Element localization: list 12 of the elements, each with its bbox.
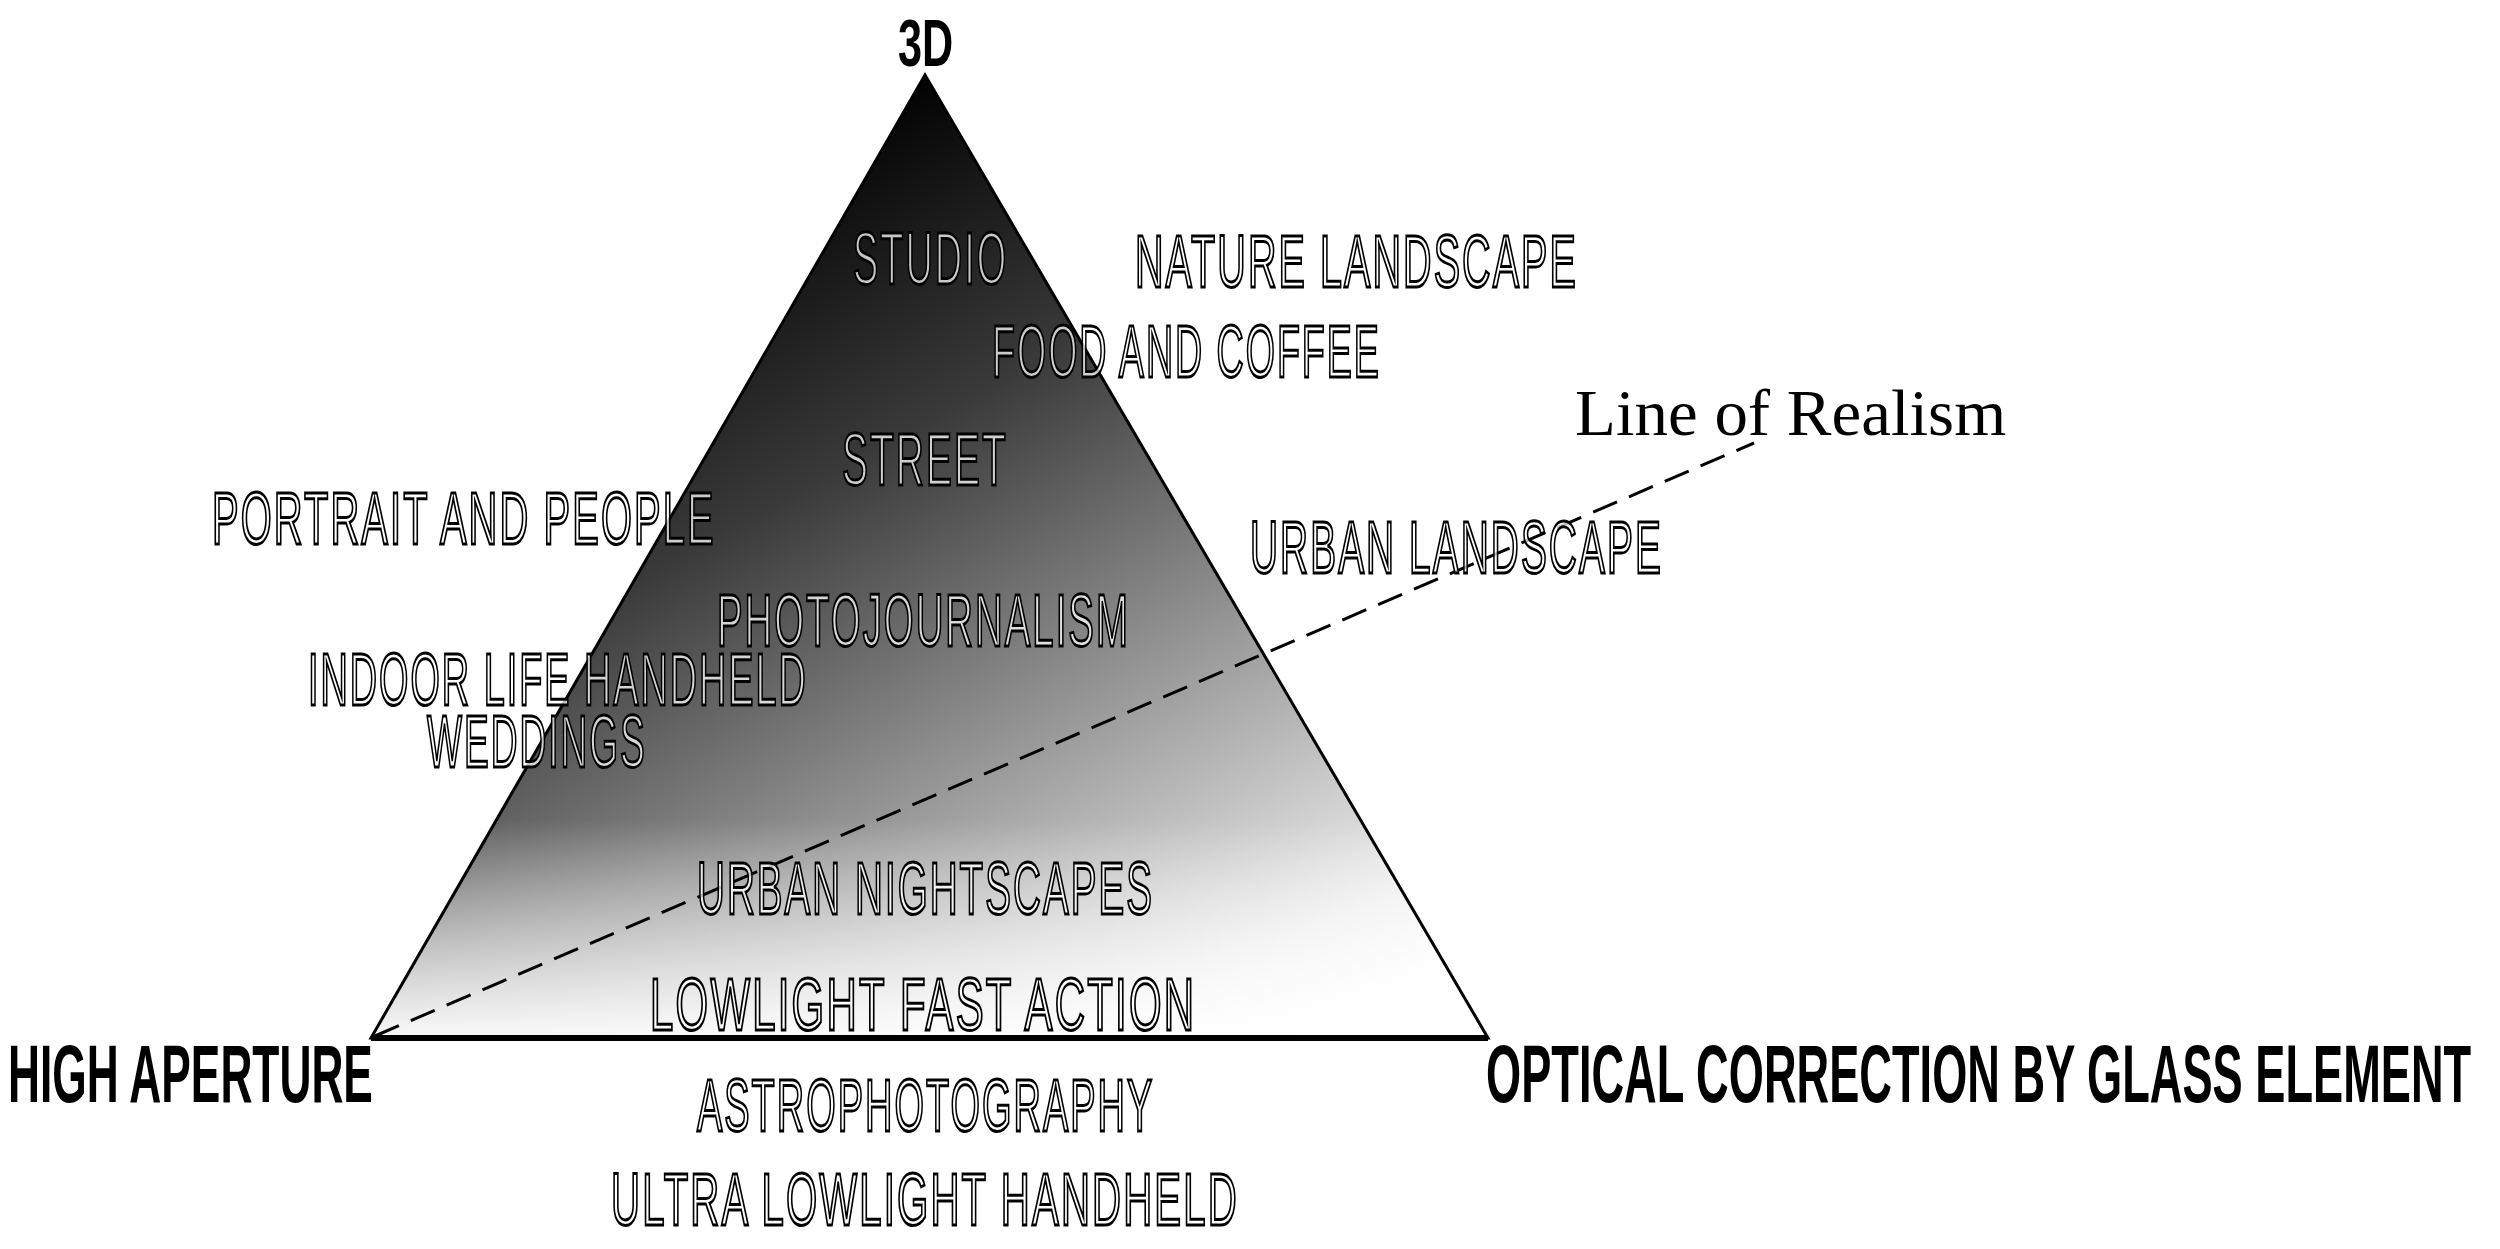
line-label: Line of Realism xyxy=(1574,380,2006,447)
category-label: URBAN NIGHTSCAPES xyxy=(696,851,1154,927)
category-label: LOWLIGHT FAST ACTION xyxy=(650,967,1197,1043)
corner-label: HIGH APERTURE xyxy=(7,1033,373,1116)
category-label: URBAN LANDSCAPE xyxy=(1249,510,1663,586)
category-label: NATURE LANDSCAPE xyxy=(1134,224,1578,300)
category-label: ASTROPHOTOGRAPHY xyxy=(696,1068,1154,1144)
category-label: STUDIO xyxy=(852,221,1008,297)
corner-label: OPTICAL CORRECTION BY GLASS ELEMENT xyxy=(1485,1033,2471,1116)
apex-label: 3D xyxy=(897,10,953,77)
category-label: STREET xyxy=(842,422,1008,498)
category-label: ULTRA LOWLIGHT HANDHELD xyxy=(611,1162,1239,1238)
